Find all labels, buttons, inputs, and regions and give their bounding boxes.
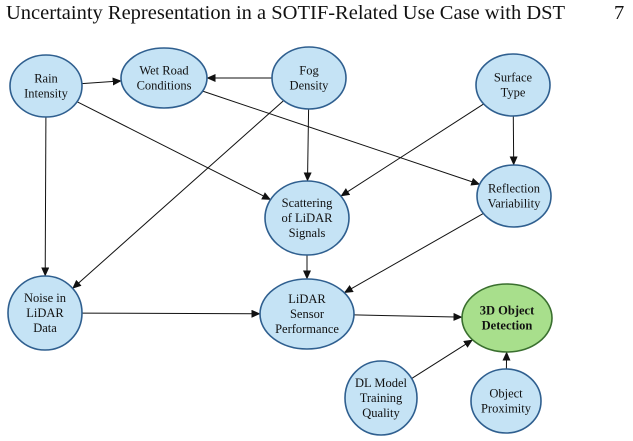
edge-dl-to-obj3d bbox=[411, 339, 473, 380]
node-obj3d-label-line: Detection bbox=[482, 319, 533, 333]
node-surface-label-line: Surface bbox=[494, 71, 533, 85]
node-lidar-shape bbox=[259, 278, 355, 350]
node-dl-label-line: DL Model bbox=[355, 376, 407, 390]
node-reflect-label-line: Variability bbox=[488, 197, 542, 211]
node-noise-label-line: Noise in bbox=[24, 291, 67, 305]
node-lidar-label-line: LiDAR bbox=[288, 292, 326, 306]
node-fog-label-line: Density bbox=[290, 79, 330, 93]
running-title: Uncertainty Representation in a SOTIF-Re… bbox=[6, 2, 566, 24]
edges-layer bbox=[41, 74, 518, 380]
node-fog-label-line: Fog bbox=[299, 64, 319, 78]
edge-lidar-to-obj3d bbox=[353, 312, 463, 321]
edge-surface-to-scatter bbox=[340, 103, 484, 197]
node-reflect-shape bbox=[476, 164, 552, 228]
node-prox-shape bbox=[470, 368, 542, 434]
edge-rain-to-noise bbox=[41, 116, 50, 277]
node-wet-label-line: Wet Road bbox=[139, 64, 189, 78]
node-lidar-label-line: Sensor bbox=[290, 307, 325, 321]
node-scatter-label-line: Signals bbox=[289, 226, 326, 240]
edge-rain-to-scatter bbox=[76, 101, 272, 201]
node-prox-label-line: Object bbox=[489, 387, 523, 401]
edge-noise-to-lidar bbox=[81, 309, 261, 318]
node-dl-shape bbox=[344, 360, 418, 436]
node-noise-label-line: LiDAR bbox=[26, 306, 64, 320]
edge-fog-to-noise bbox=[72, 100, 284, 289]
node-scatter-shape bbox=[264, 180, 350, 256]
node-noise-shape bbox=[7, 275, 83, 351]
node-lidar-label-line: Performance bbox=[275, 322, 339, 336]
node-wet-shape bbox=[120, 47, 208, 109]
node-dl-label-line: Quality bbox=[362, 406, 400, 420]
node-scatter-label-line: Scattering bbox=[282, 196, 333, 210]
node-obj3d-label-line: 3D Object bbox=[480, 304, 535, 318]
node-rain-label-line: Rain bbox=[34, 72, 58, 86]
node-prox-label-line: Proximity bbox=[481, 402, 532, 416]
node-noise-label-line: Data bbox=[33, 321, 57, 335]
node-surface-label-line: Type bbox=[501, 86, 526, 100]
edge-fog-to-scatter bbox=[303, 108, 312, 182]
page-header: Uncertainty Representation in a SOTIF-Re… bbox=[0, 0, 633, 30]
node-fog-shape bbox=[271, 46, 347, 110]
edge-rain-to-wet bbox=[81, 77, 122, 86]
edge-wet-to-reflect bbox=[202, 90, 481, 186]
node-reflect-label-line: Reflection bbox=[488, 182, 541, 196]
node-rain-label-line: Intensity bbox=[24, 87, 68, 101]
page-number: 7 bbox=[614, 2, 625, 24]
edge-reflect-to-lidar bbox=[343, 212, 484, 294]
node-dl-label-line: Training bbox=[360, 391, 403, 405]
node-scatter-label-line: of LiDAR bbox=[281, 211, 333, 225]
node-surface-shape bbox=[475, 53, 551, 117]
node-wet-label-line: Conditions bbox=[137, 79, 192, 93]
node-obj3d-shape bbox=[461, 283, 553, 353]
node-rain-shape bbox=[9, 54, 83, 118]
